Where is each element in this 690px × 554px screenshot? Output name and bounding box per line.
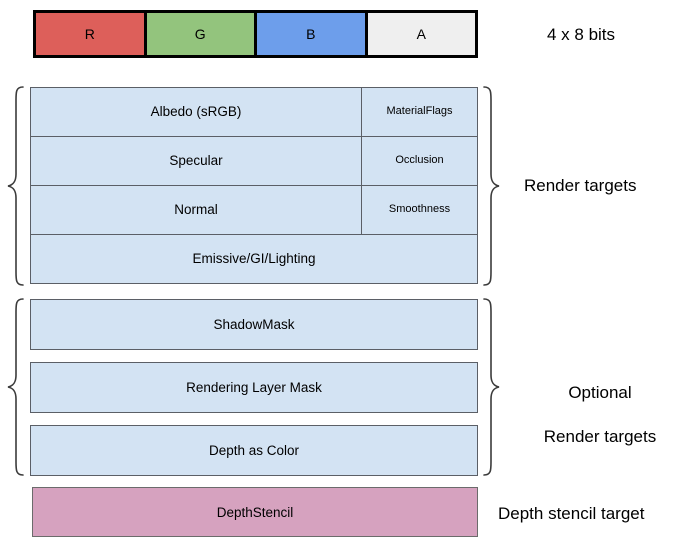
render-target-alpha-label: Smoothness — [388, 203, 451, 216]
render-target-main-label: Albedo (sRGB) — [150, 103, 242, 119]
optional-render-target-label: Depth as Color — [208, 443, 300, 458]
render-target-main-cell: Albedo (sRGB) — [30, 87, 362, 137]
optional-render-targets-side-label: Optional Render targets — [525, 360, 675, 470]
optional-render-target-bar: Depth as Color — [30, 425, 478, 476]
render-target-alpha-label: Occlusion — [395, 154, 444, 167]
depth-stencil-side-label: Depth stencil target — [498, 504, 645, 523]
render-target-full-cell: Emissive/GI/Lighting — [30, 234, 478, 284]
channel-label-b: B — [306, 26, 316, 42]
depth-stencil-bar: DepthStencil — [32, 487, 478, 537]
render-target-alpha-cell: MaterialFlags — [361, 87, 478, 137]
render-target-alpha-cell: Occlusion — [361, 136, 478, 186]
render-targets-side-label: Render targets — [524, 176, 637, 195]
left-brace-optional-render-targets — [6, 298, 26, 476]
render-target-main-label: Specular — [169, 152, 223, 168]
optional-render-target-label: Rendering Layer Mask — [186, 380, 322, 395]
right-brace-render-targets — [481, 86, 501, 286]
rgba-channel-strip: R G B A — [33, 10, 478, 58]
depth-stencil-label: DepthStencil — [216, 504, 294, 520]
render-target-main-label: Normal — [174, 201, 218, 217]
channel-cell-g: G — [146, 13, 257, 55]
render-target-full-label: Emissive/GI/Lighting — [192, 250, 316, 266]
render-target-row: Emissive/GI/Lighting — [30, 234, 478, 284]
render-target-row: Specular Occlusion — [30, 136, 478, 186]
channel-cell-a: A — [367, 13, 475, 55]
optional-render-targets-side-label-line2: Render targets — [543, 427, 657, 447]
channel-label-g: G — [194, 26, 206, 42]
render-target-main-cell: Normal — [30, 185, 362, 235]
render-target-alpha-cell: Smoothness — [361, 185, 478, 235]
render-target-alpha-label: MaterialFlags — [386, 105, 453, 118]
channel-strip-side-label: 4 x 8 bits — [547, 25, 616, 44]
channel-cell-b: B — [257, 13, 368, 55]
render-target-row: Normal Smoothness — [30, 185, 478, 235]
channel-cell-r: R — [36, 13, 147, 55]
channel-label-r: R — [84, 26, 95, 42]
channel-label-a: A — [416, 26, 426, 42]
optional-render-targets-side-label-line1: Optional — [568, 383, 632, 403]
optional-render-target-label: ShadowMask — [213, 317, 295, 332]
render-target-main-cell: Specular — [30, 136, 362, 186]
render-targets-table: Albedo (sRGB) MaterialFlags Specular Occ… — [30, 87, 478, 284]
optional-render-target-bar: ShadowMask — [30, 299, 478, 350]
right-brace-optional-render-targets — [481, 298, 501, 476]
render-target-row: Albedo (sRGB) MaterialFlags — [30, 87, 478, 137]
left-brace-render-targets — [6, 86, 26, 286]
optional-render-target-bar: Rendering Layer Mask — [30, 362, 478, 413]
